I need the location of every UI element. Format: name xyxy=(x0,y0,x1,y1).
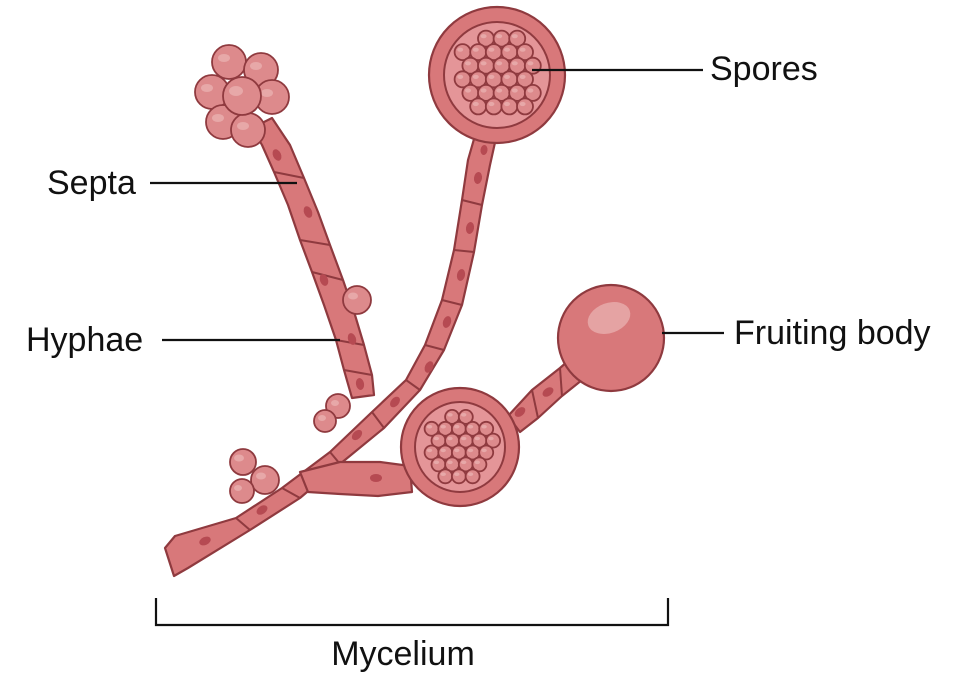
spore-highlight xyxy=(433,460,440,465)
spore-highlight xyxy=(472,101,479,107)
spore-highlight xyxy=(504,101,510,107)
spore-highlight xyxy=(454,472,460,477)
top-spore-cluster xyxy=(453,29,542,116)
spore-highlight xyxy=(527,88,534,93)
spore xyxy=(484,97,503,116)
spore-highlight xyxy=(474,460,480,465)
spore-highlight xyxy=(454,448,460,453)
spore-highlight xyxy=(467,448,474,453)
spore-highlight xyxy=(465,88,471,93)
left-hypha xyxy=(250,116,376,400)
spore xyxy=(500,97,519,116)
mycelium-bracket xyxy=(154,598,670,627)
spore xyxy=(464,468,481,485)
spore-highlight xyxy=(454,424,460,429)
spore-highlight xyxy=(519,74,526,79)
spore xyxy=(437,468,454,485)
spore-highlight xyxy=(480,61,487,66)
spore-highlight xyxy=(496,61,503,66)
spore-highlight xyxy=(447,413,453,417)
spore-highlight xyxy=(527,61,534,66)
spore-highlight xyxy=(496,34,503,39)
top-sporangium xyxy=(427,5,567,145)
spore-highlight xyxy=(447,460,453,465)
spore-highlight xyxy=(474,436,480,441)
spore-highlight xyxy=(426,424,433,429)
bottom-spore-cluster xyxy=(423,408,502,485)
spore-highlight xyxy=(447,436,453,441)
spore xyxy=(450,468,467,485)
top-left-spore-cluster xyxy=(194,44,290,148)
spore-highlight xyxy=(440,448,446,453)
spore-highlight xyxy=(440,472,446,477)
spore-highlight xyxy=(467,472,474,477)
spore-highlight xyxy=(488,47,495,52)
spore-highlight xyxy=(465,61,471,66)
spore-highlight xyxy=(457,74,464,79)
fruiting-body-label: Fruiting body xyxy=(734,314,931,352)
hyphae-label: Hyphae xyxy=(26,321,143,359)
bottom-sporangium xyxy=(399,386,521,508)
spore-highlight xyxy=(519,101,526,107)
spores-label: Spores xyxy=(710,50,818,88)
mid-spore-cluster xyxy=(313,285,372,433)
spore-highlight xyxy=(461,436,467,441)
spore-highlight xyxy=(472,47,479,52)
spore-highlight xyxy=(488,101,495,107)
spore-highlight xyxy=(472,74,479,79)
spore-highlight xyxy=(511,34,518,39)
spore-highlight xyxy=(457,47,464,52)
main-hypha xyxy=(163,130,498,578)
spore-highlight xyxy=(481,448,487,453)
spore-highlight xyxy=(511,88,518,93)
spore-highlight xyxy=(519,47,526,52)
spore-highlight xyxy=(467,424,474,429)
spore-highlight xyxy=(480,88,487,93)
spore-highlight xyxy=(504,74,510,79)
spore-highlight xyxy=(480,34,487,39)
mycelium-label: Mycelium xyxy=(331,635,475,673)
spore-highlight xyxy=(488,436,494,441)
spore-highlight xyxy=(440,424,446,429)
spore xyxy=(516,97,534,116)
spore-highlight xyxy=(461,460,467,465)
spore-highlight xyxy=(511,61,518,66)
spore-highlight xyxy=(496,88,503,93)
spore-highlight xyxy=(426,448,433,453)
lower-left-spore-cluster xyxy=(229,448,280,504)
spore-highlight xyxy=(504,47,510,52)
spore-highlight xyxy=(433,436,440,441)
spore xyxy=(469,97,488,116)
spore-highlight xyxy=(461,413,467,417)
spore-highlight xyxy=(481,424,487,429)
septa-label: Septa xyxy=(47,164,136,202)
fruiting-body xyxy=(556,283,666,393)
spore-highlight xyxy=(488,74,495,79)
